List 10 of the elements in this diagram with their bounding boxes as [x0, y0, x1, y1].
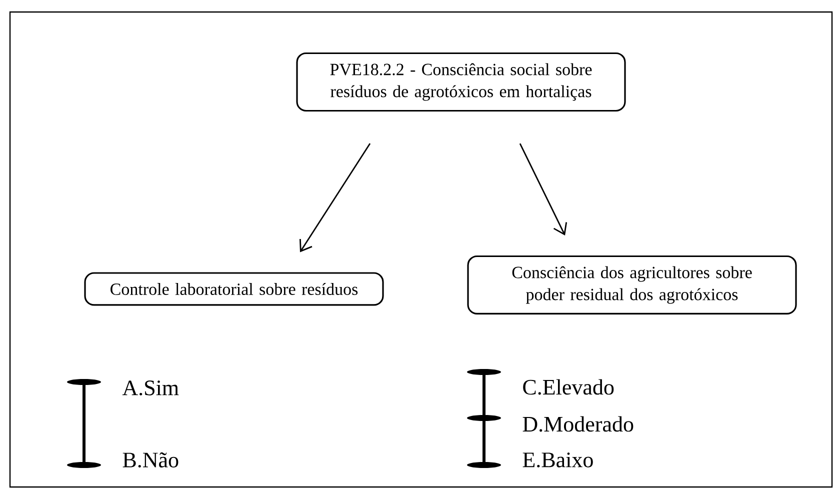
scale-label: E.Baixo: [522, 452, 593, 468]
scale-label: B.Não: [122, 452, 178, 468]
text-box: Consciência dos agricultores sobre poder residual dos agrotóxicos: [467, 255, 797, 315]
text-box: PVE18.2.2 - Consciência social sobre resíduos de agrotóxicos em hortaliças: [296, 52, 626, 112]
arrow: [519, 143, 568, 236]
scale-label: D.Moderado: [522, 416, 634, 432]
scale-label: A.Sim: [122, 380, 179, 396]
arrow: [300, 143, 371, 252]
text-box: Controle laboratorial sobre resíduos: [84, 272, 384, 306]
scale-label: C.Elevado: [523, 379, 614, 395]
